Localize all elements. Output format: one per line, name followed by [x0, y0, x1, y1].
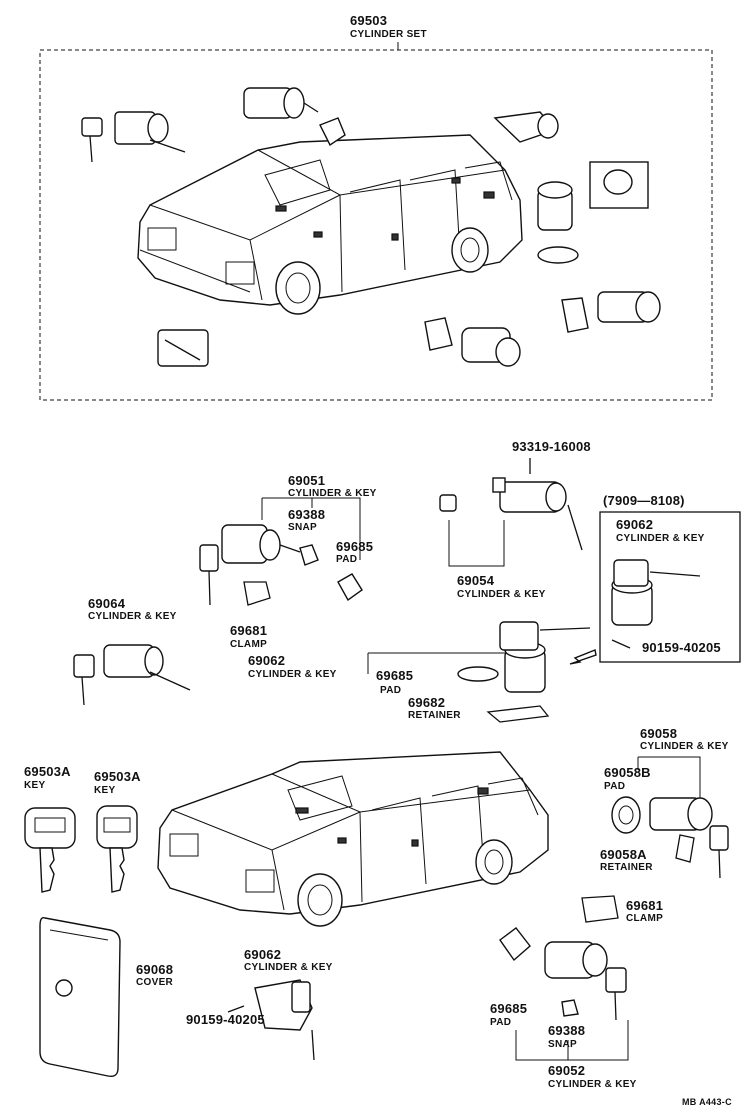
callout-69685-top-desc: PAD — [336, 554, 358, 565]
callout-69388-bot-number: 69388 — [548, 1023, 586, 1038]
cylinder-set-box — [39, 49, 713, 401]
lock-cylinder-icon — [81, 111, 186, 163]
key-icon — [96, 805, 138, 893]
callout-69062-mid-number: 69062 — [248, 653, 286, 668]
callout-69064-desc: CYLINDER & KEY — [88, 611, 177, 622]
callout-69068-desc: COVER — [136, 977, 174, 988]
lock-cylinder-icon — [424, 317, 521, 367]
clamp-icon — [486, 705, 550, 723]
callout-69685-bot-desc: PAD — [490, 1017, 512, 1028]
lock-cylinder-icon — [499, 621, 591, 693]
callout-69058a-desc: RETAINER — [600, 862, 653, 873]
callout-69051-number: 69051 — [288, 473, 326, 488]
callout-69062-bot-desc: CYLINDER & KEY — [244, 962, 333, 973]
screw-icon — [611, 639, 631, 649]
clamp-icon — [581, 895, 619, 923]
callout-69681-bot-number: 69681 — [626, 898, 664, 913]
callout-69051-desc: CYLINDER & KEY — [288, 488, 377, 499]
key-icon — [24, 807, 76, 893]
callout-69682-number: 69682 — [408, 695, 446, 710]
lock-cylinder-icon — [157, 329, 209, 367]
lock-cylinder-icon — [243, 87, 346, 147]
callout-69685-mid-desc: PAD — [380, 685, 402, 696]
arrow-icon — [569, 649, 597, 665]
callout-69052-desc: CYLINDER & KEY — [548, 1079, 637, 1090]
lock-cylinder-icon — [611, 559, 701, 626]
callout-90159-bot-number: 90159-40205 — [186, 1012, 265, 1027]
cylinder-set-number: 69503 — [350, 13, 388, 28]
lock-cylinder-icon — [199, 524, 301, 606]
callout-69062-bot-number: 69062 — [244, 947, 282, 962]
callout-69388-top-desc: SNAP — [288, 522, 317, 533]
callout-69681-top-desc: CLAMP — [230, 639, 268, 650]
lock-cylinder-icon — [254, 979, 315, 1061]
snap-icon — [299, 544, 319, 566]
callout-69058b-number: 69058B — [604, 765, 651, 780]
callout-69503a-2-number: 69503A — [94, 769, 141, 784]
diagram-reference: MB A443-C — [682, 1097, 732, 1107]
callout-90159-box-number: 90159-40205 — [642, 640, 721, 655]
callout-69058a-number: 69058A — [600, 847, 647, 862]
callout-69054-number: 69054 — [457, 573, 495, 588]
lock-cylinder-icon — [439, 477, 583, 551]
callout-69064-number: 69064 — [88, 596, 126, 611]
pad-icon — [499, 927, 531, 962]
callout-69052-number: 69052 — [548, 1063, 586, 1078]
callout-69068-number: 69068 — [136, 962, 174, 977]
cylinder-set-desc: CYLINDER SET — [350, 29, 427, 40]
callout-69503a-1-number: 69503A — [24, 764, 71, 779]
callout-69058-desc: CYLINDER & KEY — [640, 741, 729, 752]
clamp-icon — [675, 834, 695, 863]
callout-69503a-2-desc: KEY — [94, 785, 116, 796]
lock-cylinder-icon — [73, 644, 191, 706]
snap-icon — [561, 999, 579, 1017]
date-range: (7909—8108) — [603, 493, 685, 508]
station-wagon-illustration — [137, 134, 523, 315]
callout-69682-desc: RETAINER — [408, 710, 461, 721]
lock-cylinder-icon — [544, 941, 627, 1021]
lock-cylinder-icon — [537, 161, 649, 264]
callout-69685-mid-number: 69685 — [376, 668, 414, 683]
callout-69058-number: 69058 — [640, 726, 678, 741]
variant-box — [599, 511, 741, 663]
callout-69062-mid-desc: CYLINDER & KEY — [248, 669, 337, 680]
lock-cylinder-icon — [649, 797, 729, 879]
callout-69681-bot-desc: CLAMP — [626, 913, 664, 924]
callout-69058b-desc: PAD — [604, 781, 626, 792]
clamp-icon — [243, 581, 271, 606]
callout-69388-bot-desc: SNAP — [548, 1039, 577, 1050]
callout-69685-top-number: 69685 — [336, 539, 374, 554]
pad-icon — [337, 573, 363, 602]
key-cover-icon — [39, 916, 121, 1078]
pad-icon — [611, 796, 641, 834]
lock-cylinder-icon — [493, 111, 559, 143]
lock-cylinder-icon — [561, 291, 661, 333]
callout-69685-bot-number: 69685 — [490, 1001, 528, 1016]
callout-69062-box-number: 69062 — [616, 517, 654, 532]
callout-93319-number: 93319-16008 — [512, 439, 591, 454]
callout-69062-box-desc: CYLINDER & KEY — [616, 533, 705, 544]
pad-icon — [457, 666, 499, 682]
callout-69388-top-number: 69388 — [288, 507, 326, 522]
callout-69054-desc: CYLINDER & KEY — [457, 589, 546, 600]
screw-icon — [227, 1005, 245, 1013]
callout-69681-top-number: 69681 — [230, 623, 268, 638]
station-wagon-illustration — [157, 751, 549, 927]
callout-69503a-1-desc: KEY — [24, 780, 46, 791]
